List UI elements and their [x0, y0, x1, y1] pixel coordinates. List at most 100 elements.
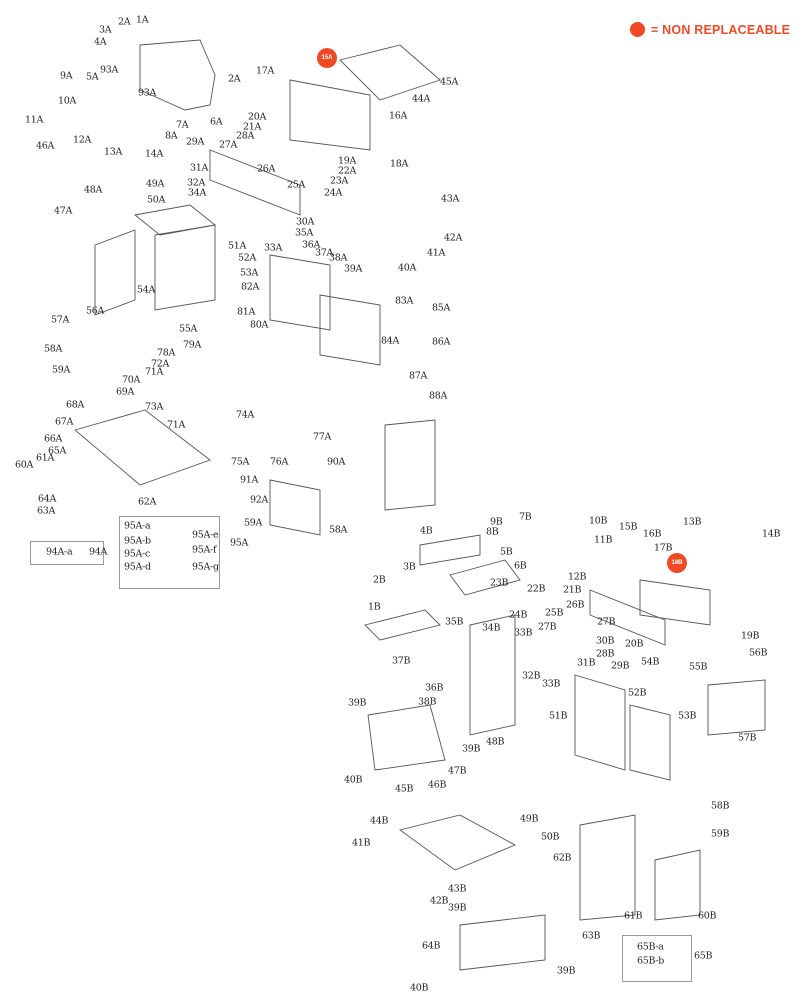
part-label: 84A	[381, 335, 400, 347]
part-label: 53B	[678, 710, 697, 722]
kit-item-label: 65B-a	[637, 941, 664, 953]
part-label: 54B	[641, 656, 660, 668]
firebox-a	[289, 79, 371, 151]
part-label: 36B	[425, 682, 444, 694]
part-label: 2A	[118, 16, 131, 28]
part-label: 47A	[54, 205, 73, 217]
part-label: 59A	[244, 517, 263, 529]
drawer-b2	[459, 914, 546, 971]
part-label: 23A	[330, 175, 349, 187]
part-label: 5B	[500, 546, 513, 558]
kit-65B-box	[622, 935, 692, 982]
part-label: 34B	[482, 622, 501, 634]
part-label: 7B	[519, 511, 532, 523]
part-label: 7A	[176, 119, 189, 131]
part-label: 20B	[625, 638, 644, 650]
part-label: 60A	[15, 459, 34, 471]
part-label: 21B	[563, 584, 582, 596]
part-label: 49B	[520, 813, 539, 825]
side-panel-b2	[654, 849, 701, 921]
part-label: 35B	[445, 616, 464, 628]
kit-item-label: 95A-e	[192, 529, 219, 541]
part-label: 5A	[86, 71, 99, 83]
part-label: 15B	[619, 521, 638, 533]
part-label: 45A	[440, 76, 459, 88]
cabinet-frame-b	[469, 614, 516, 736]
part-label: 21A	[243, 121, 262, 133]
part-label: 49A	[146, 178, 165, 190]
part-label: 64B	[422, 940, 441, 952]
part-label: 39B	[462, 743, 481, 755]
part-label: 93A	[100, 64, 119, 76]
part-label: 52B	[628, 687, 647, 699]
part-label: 12B	[568, 571, 587, 583]
part-label: 48B	[486, 736, 505, 748]
part-label: 11B	[594, 534, 613, 546]
part-label: 38B	[418, 696, 437, 708]
non-replaceable-badge: 15A	[317, 48, 337, 68]
grates-b	[449, 559, 521, 596]
part-label: 39B	[348, 697, 367, 709]
part-label: 65A	[48, 445, 67, 457]
part-label: 65B	[694, 950, 713, 962]
part-label: 47B	[448, 765, 467, 777]
part-label: 82A	[241, 281, 260, 293]
part-label: 95A	[230, 537, 249, 549]
firebox-b	[639, 579, 711, 626]
part-label: 40A	[398, 262, 417, 274]
side-shelf-a	[133, 204, 217, 236]
part-label: 93A	[138, 87, 157, 99]
part-label: 63A	[37, 505, 56, 517]
part-label: 60B	[698, 910, 717, 922]
part-label: 51B	[549, 710, 568, 722]
part-label: 42B	[430, 895, 449, 907]
legend: = NON REPLACEABLE	[630, 22, 790, 37]
control-panel-a	[209, 149, 301, 216]
kit-item-label: 95A-d	[124, 561, 151, 573]
part-label: 32B	[522, 670, 541, 682]
part-label: 13B	[683, 516, 702, 528]
part-label: 11A	[25, 114, 44, 126]
part-label: 44B	[370, 815, 389, 827]
part-label: 35A	[295, 227, 314, 239]
side-shelf-b	[364, 609, 441, 641]
part-label: 20A	[248, 111, 267, 123]
part-label: 14B	[762, 528, 781, 540]
part-label: 33A	[264, 242, 283, 254]
part-label: 76A	[270, 456, 289, 468]
kit-item-label: 95A-b	[124, 535, 151, 547]
part-label: 41A	[427, 247, 446, 259]
part-label: 22A	[338, 165, 357, 177]
part-label: 33B	[514, 627, 533, 639]
part-label: 2B	[373, 574, 386, 586]
part-label: 72A	[151, 358, 170, 370]
part-label: 19A	[338, 155, 357, 167]
part-label: 71A	[167, 419, 186, 431]
part-label: 40B	[410, 982, 429, 994]
part-label: 69A	[116, 386, 135, 398]
part-label: 57A	[51, 314, 70, 326]
part-label: 4A	[94, 36, 107, 48]
side-panel-a	[94, 229, 136, 316]
side-cabinet-a	[384, 419, 436, 511]
part-label: 53A	[240, 267, 259, 279]
part-label: 27B	[597, 616, 616, 628]
part-label: 10A	[58, 95, 77, 107]
part-label: 27B	[538, 621, 557, 633]
part-label: 64A	[38, 493, 57, 505]
part-label: 52A	[238, 252, 257, 264]
part-label: 9A	[60, 70, 73, 82]
part-label: 6A	[210, 116, 223, 128]
door-panel-a	[269, 479, 321, 536]
part-label: 34A	[188, 187, 207, 199]
part-label: 56A	[86, 305, 105, 317]
part-label: 61A	[36, 452, 55, 464]
door-a	[319, 294, 381, 366]
part-label: 23B	[490, 577, 509, 589]
part-label: 1A	[136, 14, 149, 26]
part-label: 14A	[145, 148, 164, 160]
part-label: 40B	[344, 774, 363, 786]
part-label: 44A	[412, 93, 431, 105]
part-label: 8B	[486, 526, 499, 538]
